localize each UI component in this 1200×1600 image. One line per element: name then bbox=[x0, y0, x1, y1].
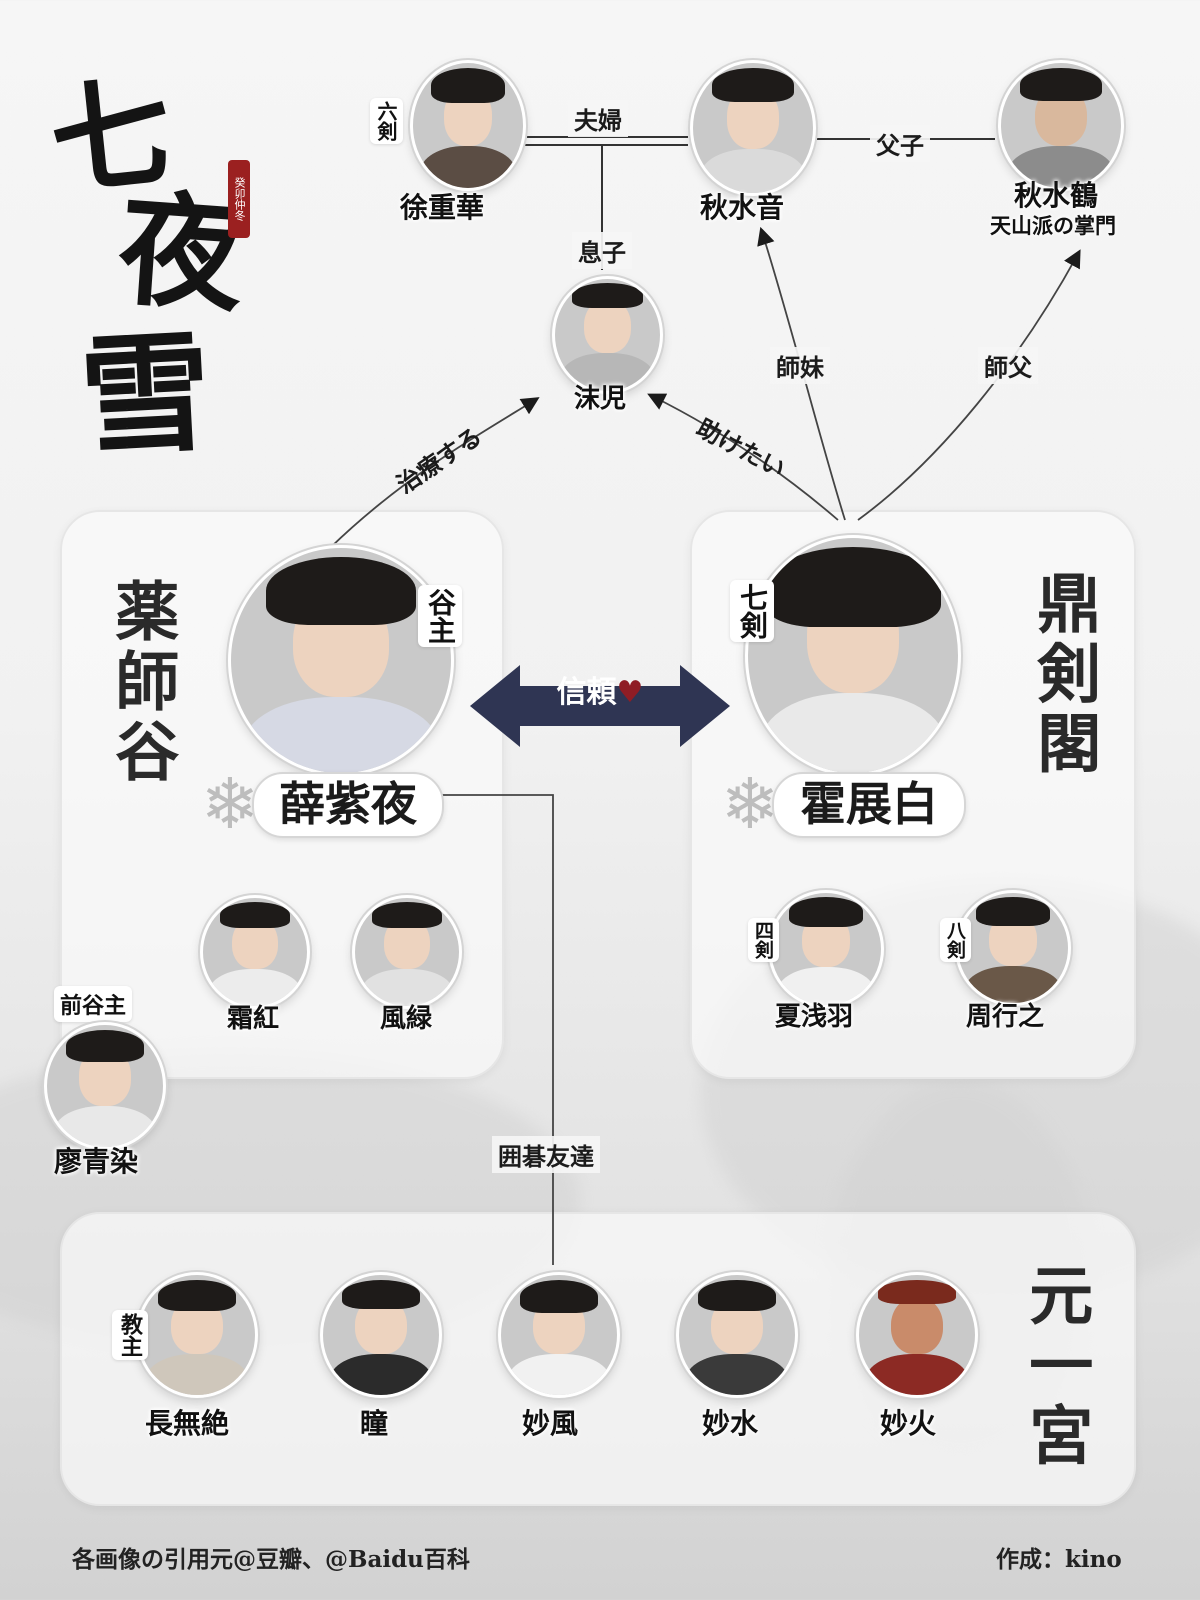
snowflake-icon: ❄ bbox=[200, 763, 260, 845]
portrait-face bbox=[584, 299, 631, 353]
name-mo-er: 沫児 bbox=[574, 384, 627, 414]
portrait-feng-lu[interactable] bbox=[352, 895, 462, 1009]
portrait-hair bbox=[571, 283, 644, 309]
label-junior-sister: 師妹 bbox=[770, 347, 830, 384]
portrait-hair bbox=[65, 1029, 145, 1062]
portrait-qiu-shuihe[interactable] bbox=[998, 60, 1124, 191]
label-master: 師父 bbox=[978, 347, 1038, 384]
portrait-chang-wujue[interactable] bbox=[136, 1272, 258, 1398]
footer-author: 作成：kino bbox=[996, 1546, 1122, 1573]
name-miao-huo: 妙火 bbox=[880, 1407, 937, 1440]
portrait-liao-qingran[interactable] bbox=[44, 1022, 166, 1150]
portrait-hair bbox=[157, 1279, 237, 1311]
portrait-miao-huo[interactable] bbox=[856, 1272, 978, 1398]
trust-label: 信頼♥ bbox=[520, 672, 680, 714]
tag-zhou: 八剣 bbox=[940, 918, 971, 962]
trust-text: 信頼 bbox=[556, 675, 617, 710]
label-father-child: 父子 bbox=[870, 125, 930, 162]
line-master bbox=[857, 249, 1081, 521]
label-couple: 夫婦 bbox=[568, 100, 628, 137]
name-liao-qingran: 廖青染 bbox=[54, 1145, 139, 1178]
tag-chang: 教主 bbox=[112, 1310, 148, 1360]
portrait-huo-zhanbai[interactable] bbox=[745, 535, 961, 776]
portrait-clothes bbox=[760, 693, 946, 773]
portrait-xia-qianyu[interactable] bbox=[768, 890, 884, 1008]
line-treat bbox=[329, 397, 540, 549]
portrait-clothes bbox=[685, 1354, 789, 1395]
portrait-clothes bbox=[561, 352, 654, 391]
portrait-clothes bbox=[964, 965, 1062, 1003]
portrait-miao-shui[interactable] bbox=[676, 1272, 798, 1398]
portrait-qiu-shuiyin[interactable] bbox=[690, 60, 816, 196]
trust-arrow bbox=[470, 665, 730, 747]
portrait-hair bbox=[219, 902, 291, 929]
portrait-clothes bbox=[507, 1354, 611, 1395]
footer-credits: 各画像の引用元@豆瓣、@Baidu百科 bbox=[72, 1546, 470, 1573]
label-son: 息子 bbox=[572, 232, 632, 269]
name-miao-shui: 妙水 bbox=[702, 1407, 759, 1440]
name-feng-lu: 風緑 bbox=[380, 1004, 433, 1034]
tag-xia: 四剣 bbox=[748, 918, 779, 962]
tag-xu: 六剣 bbox=[370, 98, 403, 144]
snowflake-icon: ❄ bbox=[720, 763, 780, 845]
name-zhou-xingzhi: 周行之 bbox=[966, 1002, 1045, 1032]
name-qiu-shuihe: 秋水鶴 bbox=[1014, 179, 1099, 212]
portrait-clothes bbox=[53, 1105, 157, 1147]
tag-xue: 谷主 bbox=[418, 585, 462, 647]
tag-liao: 前谷主 bbox=[54, 986, 133, 1022]
portrait-hair bbox=[430, 68, 506, 103]
portrait-clothes bbox=[777, 966, 875, 1005]
label-go-friends: 囲碁友達 bbox=[492, 1136, 600, 1173]
name-xia-qianyu: 夏浅羽 bbox=[775, 1002, 854, 1032]
sub-qiu-shuihe: 天山派の掌門 bbox=[990, 213, 1116, 238]
name-chang-wujue: 長無絶 bbox=[145, 1407, 230, 1440]
name-pill-xue-ziye: 薛紫夜 bbox=[252, 772, 444, 838]
portrait-clothes bbox=[244, 696, 438, 773]
portrait-clothes bbox=[329, 1354, 433, 1395]
portrait-miao-feng[interactable] bbox=[498, 1272, 620, 1398]
name-tong: 瞳 bbox=[360, 1407, 389, 1440]
heart-icon: ♥ bbox=[616, 675, 644, 710]
portrait-xu-zhonghua[interactable] bbox=[410, 60, 526, 191]
group-title-teiken: 鼎剣閣 bbox=[1026, 570, 1102, 780]
portrait-clothes bbox=[419, 145, 517, 188]
portrait-clothes bbox=[700, 148, 806, 193]
line-couple bbox=[520, 136, 688, 146]
portrait-hair bbox=[266, 557, 416, 625]
portrait-hair bbox=[877, 1279, 957, 1304]
name-qiu-shuiyin: 秋水音 bbox=[700, 191, 785, 224]
portrait-hair bbox=[371, 902, 443, 929]
portrait-clothes bbox=[145, 1354, 249, 1395]
portrait-tong[interactable] bbox=[320, 1272, 442, 1398]
name-xu-zhonghua: 徐重華 bbox=[400, 191, 485, 224]
portrait-hair bbox=[519, 1279, 599, 1314]
portrait-face bbox=[891, 1296, 943, 1355]
portrait-hair bbox=[697, 1279, 777, 1311]
title-seal: 癸卯仲冬 bbox=[228, 160, 250, 238]
portrait-hair bbox=[788, 897, 864, 927]
portrait-clothes bbox=[361, 969, 453, 1006]
portrait-clothes bbox=[1008, 145, 1114, 188]
name-miao-feng: 妙風 bbox=[522, 1407, 579, 1440]
portrait-hair bbox=[341, 1279, 421, 1309]
portrait-hair bbox=[764, 547, 942, 628]
portrait-hair bbox=[712, 68, 794, 102]
portrait-mo-er[interactable] bbox=[552, 276, 663, 394]
name-pill-huo-zhanbai: 霍展白 bbox=[772, 772, 966, 838]
line-want-help bbox=[647, 393, 839, 521]
portrait-shuang-hong[interactable] bbox=[200, 895, 310, 1009]
name-shuang-hong: 霜紅 bbox=[227, 1004, 280, 1034]
portrait-xue-ziye[interactable] bbox=[228, 545, 454, 776]
line-go-friends bbox=[440, 794, 554, 1265]
portrait-clothes bbox=[865, 1354, 969, 1395]
portrait-zhou-xingzhi[interactable] bbox=[955, 890, 1071, 1006]
portrait-clothes bbox=[209, 969, 301, 1006]
portrait-hair bbox=[975, 897, 1051, 926]
group-title-yakushi: 薬師谷 bbox=[104, 578, 180, 788]
group-title-genichi: 元一宮 bbox=[1018, 1262, 1094, 1472]
tag-huo: 七剣 bbox=[730, 580, 774, 642]
portrait-hair bbox=[1020, 68, 1102, 101]
